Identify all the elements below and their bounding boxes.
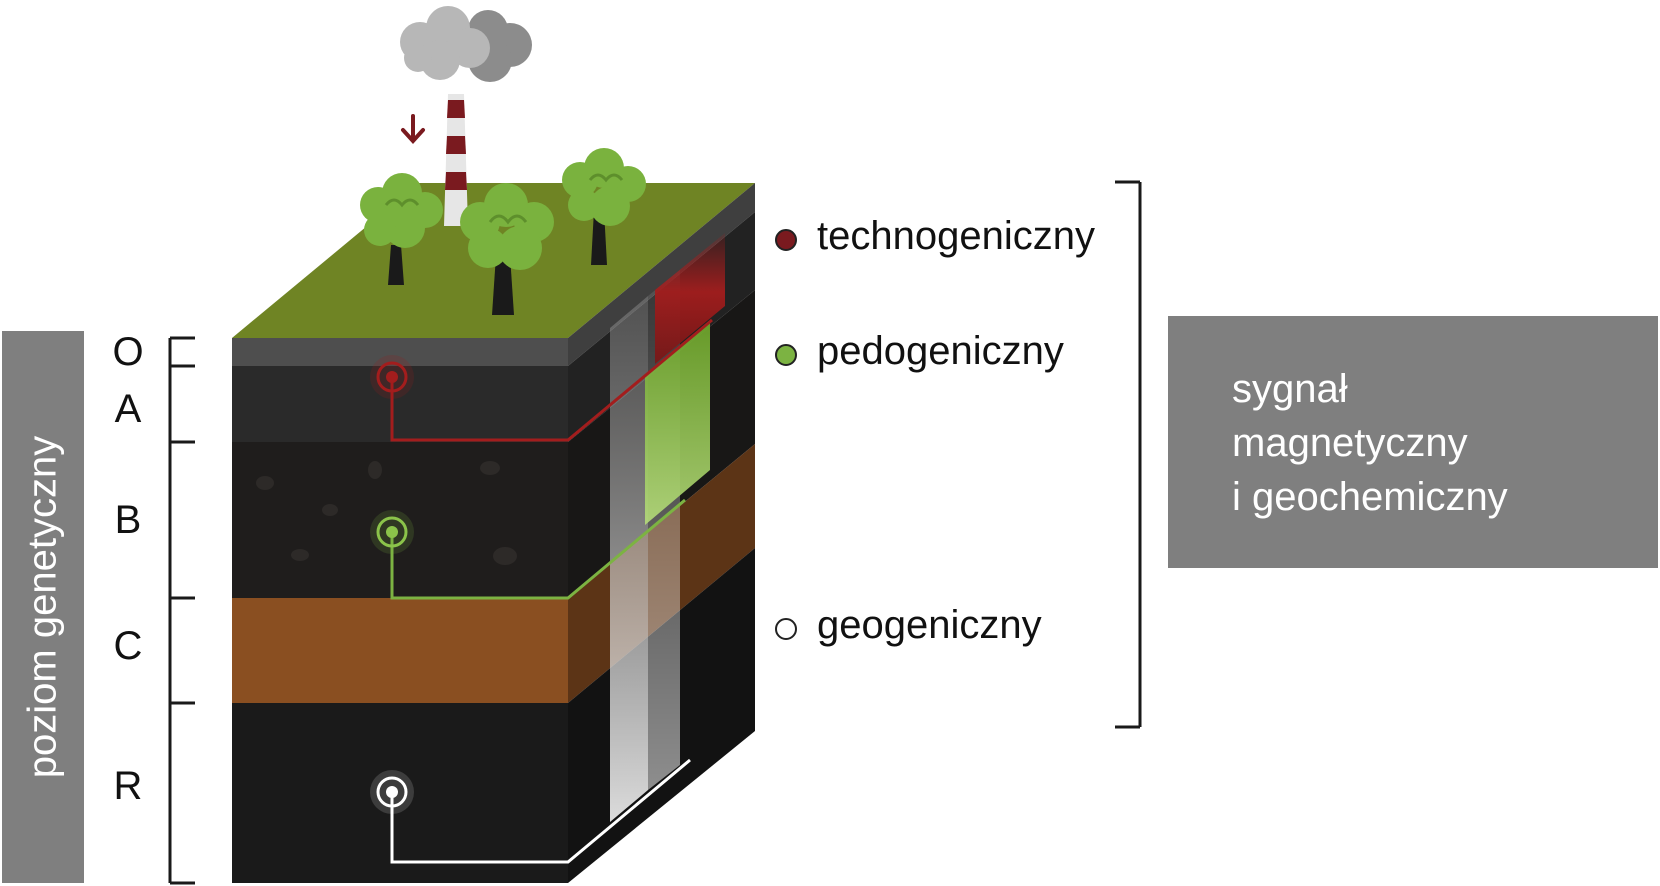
technogenic-line [390, 318, 713, 442]
horizon-label-r: R [113, 764, 143, 808]
horizon-bracket [168, 336, 195, 885]
legend-technogenic-label: technogeniczny [817, 214, 1095, 258]
signal-box: sygnał magnetyczny i geochemiczny [1168, 316, 1658, 568]
technogenic-source-icon [370, 355, 414, 399]
legend-geogenic-label: geogeniczny [817, 603, 1042, 647]
pedogenic-dot-icon [775, 344, 797, 366]
down-arrow-icon [401, 114, 425, 144]
horizon-label-b: B [114, 498, 142, 542]
pedogenic-source-icon [370, 510, 414, 554]
chimney-icon [444, 94, 468, 226]
genetic-horizon-box: poziom genetyczny [2, 331, 84, 883]
soil-speckles [256, 461, 517, 565]
geogenic-line [390, 758, 691, 864]
geogenic-source-icon [370, 770, 414, 814]
front-layer-c [232, 598, 568, 703]
horizon-label-c: C [113, 624, 143, 668]
front-layer-o [232, 338, 568, 366]
signal-bracket [1115, 180, 1142, 729]
pedogenic-line [390, 498, 686, 600]
horizon-label-o: O [112, 330, 144, 374]
horizon-label-a: A [114, 387, 142, 431]
technogenic-column [655, 233, 725, 364]
signal-line-1: sygnał [1232, 367, 1348, 411]
tree-icon [460, 183, 554, 315]
side-layer-o [568, 183, 755, 366]
grey-column [610, 296, 648, 822]
front-layer-a [232, 366, 568, 442]
signal-line-3: i geochemiczny [1232, 475, 1508, 519]
signal-box-text: sygnał magnetyczny i geochemiczny [1232, 362, 1508, 524]
smoke-cloud-icon [400, 6, 532, 82]
geogenic-dot-icon [775, 618, 797, 640]
genetic-horizon-label: poziom genetyczny [20, 435, 65, 779]
tree-icon [360, 173, 443, 285]
tree-icon [562, 148, 646, 265]
technogenic-dot-icon [775, 229, 797, 251]
front-layer-r [232, 703, 568, 883]
pedogenic-column [645, 321, 710, 525]
legend-pedogenic-label: pedogeniczny [817, 329, 1064, 373]
signal-line-2: magnetyczny [1232, 421, 1468, 465]
